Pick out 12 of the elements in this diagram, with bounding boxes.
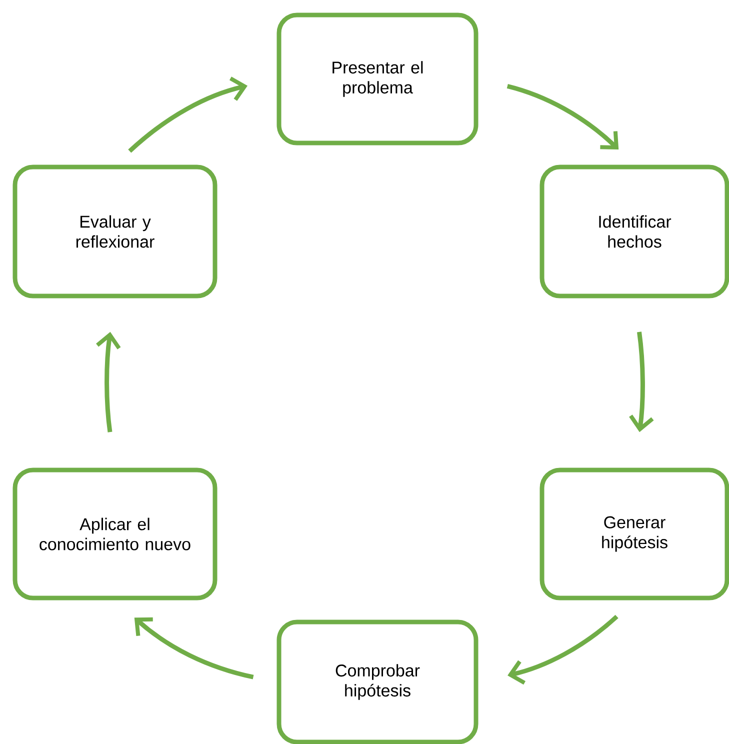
process-box: Comprobar hipótesis xyxy=(276,620,478,744)
arrow xyxy=(96,332,121,432)
process-box: Aplicar el conocimiento nuevo xyxy=(12,468,218,600)
process-box: Generar hipótesis xyxy=(540,468,729,600)
arrow xyxy=(506,84,619,150)
process-box: Evaluar y reflexionar xyxy=(12,164,218,298)
arrow xyxy=(128,76,248,153)
arrow xyxy=(134,617,254,680)
arrow xyxy=(508,614,618,685)
arrow xyxy=(629,332,654,432)
process-box: Identificar hechos xyxy=(540,164,729,298)
process-box: Presentar el problema xyxy=(276,12,478,146)
